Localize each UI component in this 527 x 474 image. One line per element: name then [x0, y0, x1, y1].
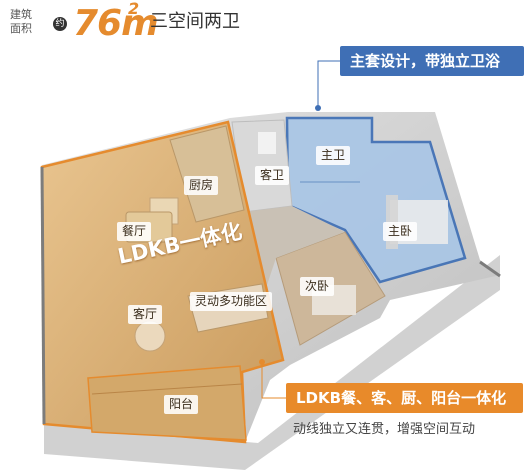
east-window	[479, 260, 501, 278]
guest-bath-fixture	[258, 132, 276, 154]
master-suite-callout: 主套设计，带独立卫浴	[340, 46, 524, 76]
area-label-line2: 面积	[10, 22, 32, 35]
building-shadow	[44, 255, 500, 470]
master-callout-dot	[315, 105, 321, 111]
ldkb-callout: LDKB餐、客、厨、阳台一体化	[286, 383, 523, 413]
area-label-line1: 建筑	[10, 8, 32, 21]
approx-badge: 约	[53, 17, 67, 31]
room-label-master-bedroom: 主卧	[383, 222, 418, 241]
room-label-master-bath: 主卫	[316, 146, 351, 165]
room-label-guest-bath: 客卫	[255, 166, 290, 185]
room-label-second-bedroom: 次卧	[300, 277, 335, 296]
ldkb-callout-leader	[261, 362, 286, 399]
west-window	[40, 166, 46, 425]
area-value: 76m	[73, 3, 159, 44]
room-label-flex-area: 灵动多功能区	[190, 292, 273, 311]
master-callout-leader	[317, 60, 340, 108]
room-label-balcony: 阳台	[164, 395, 199, 414]
room-label-living: 客厅	[128, 305, 163, 324]
room-label-kitchen: 厨房	[184, 176, 219, 195]
ldkb-callout-dot	[259, 359, 265, 365]
ldkb-subcaption: 动线独立又连贯，增强空间互动	[293, 422, 476, 437]
hallway-zone	[244, 206, 345, 300]
header: 建筑 面积 约 76m 2 三空间两卫	[0, 0, 527, 60]
area-unit-superscript: 2	[128, 0, 140, 18]
layout-type: 三空间两卫	[150, 11, 240, 32]
room-label-dining: 餐厅	[117, 222, 152, 241]
balcony-rail	[91, 383, 243, 395]
coffee-table	[134, 320, 166, 352]
